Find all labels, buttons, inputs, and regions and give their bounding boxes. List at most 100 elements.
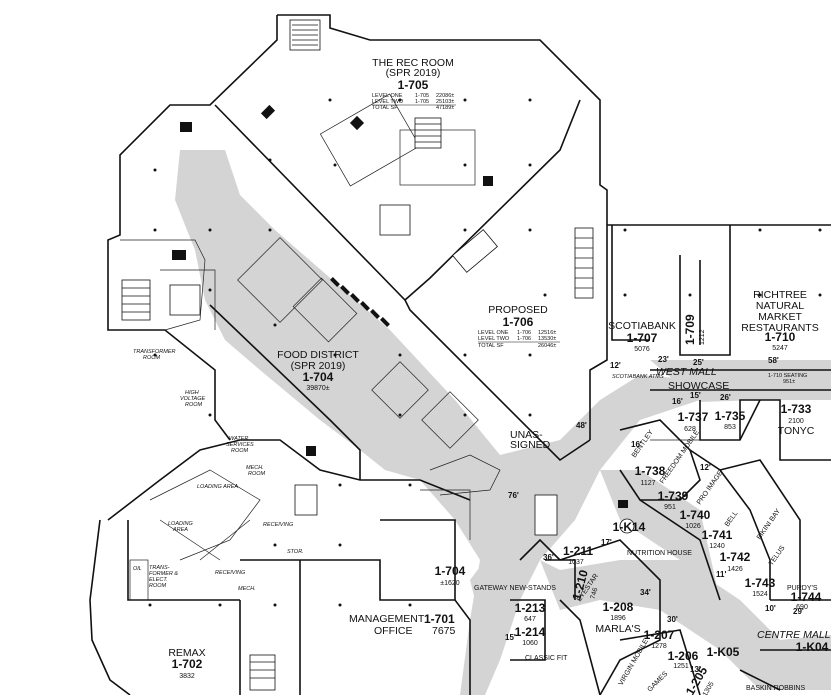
dim-8: 12' (700, 463, 711, 472)
dim-5: 15' (690, 391, 701, 400)
dim-15: 30' (667, 615, 678, 624)
store-1213-area: 647 (524, 616, 536, 623)
food-district-label: FOOD DISTRICT (SPR 2019) 1-704 39870± (277, 349, 359, 392)
dim-11: 76' (508, 491, 519, 500)
unit-1704b-unit: 1-704 (435, 564, 466, 578)
store-1740-unit: 1-740 (680, 508, 711, 522)
store-1210-area: 746 (590, 587, 600, 600)
transformer-room-2: ROOM (143, 355, 161, 361)
richtree-seating: 1-710 SEATING (768, 373, 807, 379)
store-1743-unit: 1-743 (745, 576, 776, 590)
store-1742-area: 1426 (727, 566, 743, 573)
loading-area: LOADING AREA (197, 484, 238, 490)
service-rooms: TRANSFORMER ROOM HIGH VOLTAGE ROOM WATER… (133, 349, 304, 592)
brand-freedom: FREEDOM MOBILE (659, 429, 701, 485)
store-1738-area: 1127 (640, 480, 655, 487)
rec-room-note: (SPR 2019) (386, 67, 441, 79)
corridors (175, 150, 831, 695)
management-area: 7675 (432, 625, 456, 637)
transformer-elect-4: ROOM (149, 583, 167, 589)
high-voltage-2: VOLTAGE (180, 396, 205, 402)
brand-baskin: BASKIN ROBBINS (746, 685, 805, 692)
store-1733-area: 2100 (788, 418, 804, 425)
store-1207-unit: 1-207 (644, 628, 675, 642)
scotiabank-unit: 1-707 (627, 331, 658, 345)
proposed-table-r2c1: LEVEL TWO (478, 336, 510, 342)
brand-bell: BELL (724, 510, 740, 528)
store-1744-unit: 1-744 (791, 590, 822, 604)
scotiabank-area: 5076 (634, 346, 650, 353)
receiving-2: RECEIVING (215, 570, 246, 576)
rec-table-r3c3: 47189± (436, 105, 454, 111)
food-district-name: FOOD DISTRICT (277, 349, 359, 361)
proposed-table-r1c2: 1-706 (517, 330, 531, 336)
richtree-label: RICHTREE NATURAL MARKET RESTAURANTS 1-71… (741, 289, 818, 385)
store-1735-area: 853 (724, 424, 736, 431)
proposed-name: PROPOSED (488, 304, 548, 316)
proposed-unit: 1-706 (503, 315, 534, 329)
kiosk-k04: 1-K04 (796, 640, 829, 654)
proposed-table-r1c3: 12516± (538, 330, 556, 336)
store-1208-name: MARLA'S (595, 623, 640, 635)
food-district-note: (SPR 2019) (291, 360, 346, 372)
unit-1709-unit: 1-709 (683, 314, 697, 345)
proposed-table-r3c3: 26046± (538, 343, 556, 349)
richtree-name-1: RICHTREE (753, 289, 807, 301)
store-1214-unit: 1-214 (515, 625, 546, 639)
column-dots (148, 98, 822, 607)
store-1206-area: 1251 (673, 663, 689, 670)
storage: STOR. (287, 549, 304, 555)
rec-table-r2c2: 1-705 (415, 99, 429, 105)
store-1739-area: 951 (664, 504, 676, 511)
transformer-elect-2: FORMER & (149, 571, 178, 577)
brand-games: GAMES (646, 670, 669, 693)
mech: MECH. (238, 586, 256, 592)
unit-1704b-area: ±1620 (440, 580, 460, 587)
unit-1704b-label: 1-704 ±1620 (435, 564, 466, 587)
water-services-3: ROOM (231, 448, 249, 454)
transformer-room-1: TRANSFORMER (133, 349, 176, 355)
transformer-elect-1: TRANS- (149, 565, 170, 571)
management-label: MANAGEMENT 1-701 OFFICE 7675 (349, 612, 456, 637)
unassigned-label-1: UNAS- (510, 429, 543, 441)
dim-14: 34' (640, 588, 651, 597)
store-1733-name: TONYC (778, 425, 815, 437)
showcase-label: SHOWCASE (668, 380, 729, 392)
dim-13: 36' (543, 553, 554, 562)
store-1742-unit: 1-742 (720, 550, 751, 564)
centre-mall-label: CENTRE MALL (757, 629, 831, 641)
dim-1: 23' (658, 355, 669, 364)
rec-room-label: THE REC ROOM (SPR 2019) 1-705 LEVEL ONE … (372, 57, 456, 111)
store-1208-unit: 1-208 (603, 600, 634, 614)
mech-room-2: ROOM (248, 471, 266, 477)
rec-table-r3c1: TOTAL SF (372, 105, 398, 111)
store-1213-unit: 1-213 (515, 601, 546, 615)
brand-nutrition: NUTRITION HOUSE (627, 550, 692, 557)
rec-table-r1c3: 22086± (436, 93, 454, 99)
west-mall-label: WEST MALL (656, 366, 717, 378)
dimensions: 23' 25' 26' 58' 15' 16' 17' 12' 11' 10' … (505, 355, 804, 674)
brand-bikini-bay: BIKINI BAY (756, 508, 782, 541)
remax-unit: 1-702 (172, 657, 203, 671)
store-1735-unit: 1-735 (715, 409, 746, 423)
richtree-area: 5247 (772, 345, 788, 352)
loading-area2-1: LOADING (168, 521, 193, 527)
richtree-name-3: MARKET (758, 311, 802, 323)
high-voltage-3: ROOM (185, 402, 203, 408)
dim-18: 13' (690, 665, 701, 674)
proposed-table-r2c2: 1-706 (517, 336, 531, 342)
brand-telus: TELUS (768, 544, 787, 567)
store-1211-area: 1037 (568, 559, 584, 566)
rec-room-unit: 1-705 (398, 78, 429, 92)
proposed-table-r3c1: TOTAL SF (478, 343, 504, 349)
dim-17: 15' (505, 633, 516, 642)
mech-room-1: MECH. (246, 465, 264, 471)
management-name: MANAGEMENT (349, 613, 425, 625)
water-services-1: WATER (229, 436, 248, 442)
rec-table-r1c2: 1-705 (415, 93, 429, 99)
receiving-1: RECEIVING (263, 522, 294, 528)
unit-1709-area: 1212 (699, 329, 706, 345)
store-1739-unit: 1-739 (658, 489, 689, 503)
high-voltage-1: HIGH (185, 390, 199, 396)
